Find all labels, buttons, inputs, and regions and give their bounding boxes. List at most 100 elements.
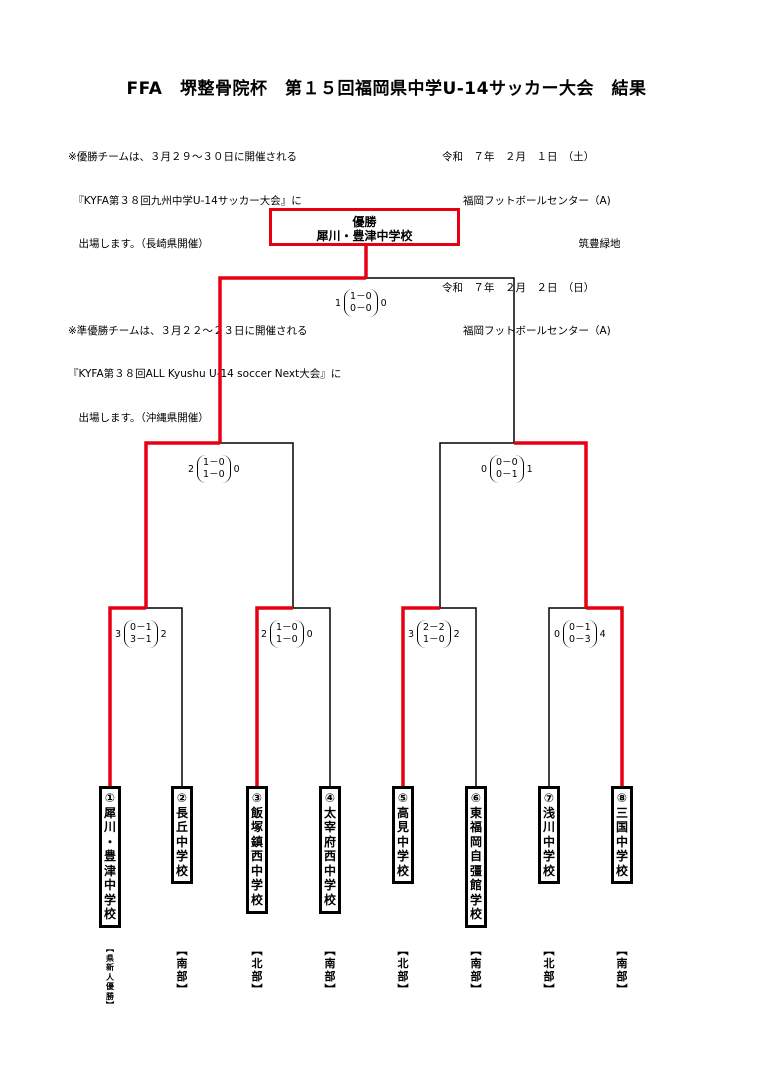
team-name-char: 岡: [469, 834, 482, 849]
region-char: ︼: [543, 983, 555, 996]
team-name-char: 宰: [323, 820, 336, 834]
team-name-char: 西: [323, 849, 336, 863]
line-qf2-right: [293, 607, 331, 786]
team-name-char: 福: [469, 820, 482, 834]
team-name-char: 犀: [103, 805, 116, 820]
team-name-char: 学: [542, 849, 555, 863]
score-right: 2: [160, 628, 167, 640]
schedule: 令和 ７年 ２月 １日 （土） 福岡フットボールセンター（A) 筑豊緑地 令和 …: [442, 121, 621, 353]
team-name-char: 学: [469, 892, 482, 907]
team-name-char: 津: [103, 863, 116, 878]
region-char: 南: [176, 957, 188, 970]
region-char: ︻: [470, 944, 482, 957]
score-right: 1: [526, 463, 533, 475]
team-name-char: 三: [615, 805, 628, 820]
page-title: FFA 堺整骨院杯 第１５回福岡県中学U-14サッカー大会 結果: [126, 79, 647, 99]
region-label-7: ︻北部︼: [538, 944, 560, 996]
champion-box: 優勝 犀川・豊津中学校: [269, 208, 460, 246]
score-half1: 0－1: [569, 622, 591, 633]
team-name-char: 中: [250, 863, 263, 878]
region-char: ︻: [176, 944, 188, 957]
schedule-line: 福岡フットボールセンター（A): [442, 194, 611, 207]
score-half1: 0－1: [130, 622, 152, 633]
line-qf3-left: [401, 606, 440, 786]
team-name-char: 中: [175, 834, 188, 849]
score-half1: 1－0: [203, 457, 225, 468]
line-sf2-left: [439, 442, 514, 608]
team-name-char: 川: [103, 820, 116, 834]
score-halves: 1－0 1－0: [197, 455, 231, 483]
note-line: ※優勝チームは、３月２９～３０日に開催される: [68, 151, 297, 163]
team-name-char: 学: [175, 849, 188, 863]
team-name-char: ・: [103, 834, 116, 849]
team-name-char: 校: [396, 863, 409, 878]
region-label-2: ︻南部︼: [171, 944, 193, 996]
region-char: 県: [106, 953, 114, 963]
note-line: 『KYFA第３８回ALL Kyushu U-14 soccer Next大会』に: [68, 368, 342, 380]
score-quarterfinal-2: 2 1－0 1－0 0: [261, 620, 313, 648]
score-half2: 1－0: [423, 634, 445, 645]
team-name-char: ⑥: [470, 791, 482, 805]
team-name-char: 館: [469, 878, 482, 892]
team-name-char: 学: [396, 849, 409, 863]
line-sf1-right: [220, 442, 294, 608]
team-name-char: 塚: [250, 820, 263, 834]
line-qf4-right: [586, 606, 624, 786]
score-halves: 0－0 0－1: [490, 455, 524, 483]
note-line: ※準優勝チームは、３月２２～２３日に開催される: [68, 324, 308, 337]
region-char: ︼: [397, 983, 409, 996]
team-name-char: ②: [176, 791, 188, 805]
team-name-char: 飯: [250, 805, 263, 820]
region-char: 部: [176, 970, 188, 983]
score-half2: 1－0: [203, 469, 225, 480]
team-name-char: ⑦: [543, 791, 555, 805]
team-name-char: 校: [323, 892, 336, 907]
region-char: ︼: [176, 983, 188, 996]
region-char: ︼: [251, 983, 263, 996]
line-qf1-right: [146, 607, 183, 786]
region-label-8: ︻南部︼: [611, 944, 633, 996]
score-left: 3: [115, 628, 122, 640]
score-left: 1: [335, 297, 342, 309]
region-char: 北: [251, 957, 263, 970]
score-quarterfinal-1: 3 0－1 3－1 2: [115, 620, 167, 648]
team-name-char: 学: [323, 878, 336, 892]
team-name-char: 川: [542, 820, 555, 834]
team-name-char: 中: [103, 878, 116, 892]
score-right: 0: [306, 628, 313, 640]
team-name-char: 丘: [175, 820, 188, 834]
score-left: 0: [481, 463, 488, 475]
schedule-line: 令和 ７年 ２月 ２日 （日）: [442, 281, 595, 294]
score-right: 0: [380, 297, 387, 309]
team-name-char: 太: [323, 805, 336, 820]
score-half2: 0－0: [350, 303, 372, 314]
score-right: 4: [599, 628, 606, 640]
team-name-char: ⑧: [616, 791, 628, 805]
region-char: 部: [543, 970, 555, 983]
region-char: 部: [324, 970, 336, 983]
region-char: 南: [470, 957, 482, 970]
score-quarterfinal-3: 3 2－2 1－0 2: [408, 620, 460, 648]
line-final-left: [218, 276, 366, 443]
score-right: 0: [233, 463, 240, 475]
team-name-char: ④: [324, 791, 336, 805]
region-char: 部: [470, 970, 482, 983]
region-char: ︻: [106, 944, 114, 953]
region-char: ︼: [470, 983, 482, 996]
team-name-char: 校: [542, 863, 555, 878]
score-final: 1 1－0 0－0 0: [335, 289, 387, 317]
region-char: 南: [616, 957, 628, 970]
region-char: 優: [106, 982, 114, 991]
region-char: ︼: [616, 983, 628, 996]
line-qf3-right: [440, 607, 477, 786]
line-qf1-left: [108, 606, 146, 786]
region-char: 北: [543, 957, 555, 970]
